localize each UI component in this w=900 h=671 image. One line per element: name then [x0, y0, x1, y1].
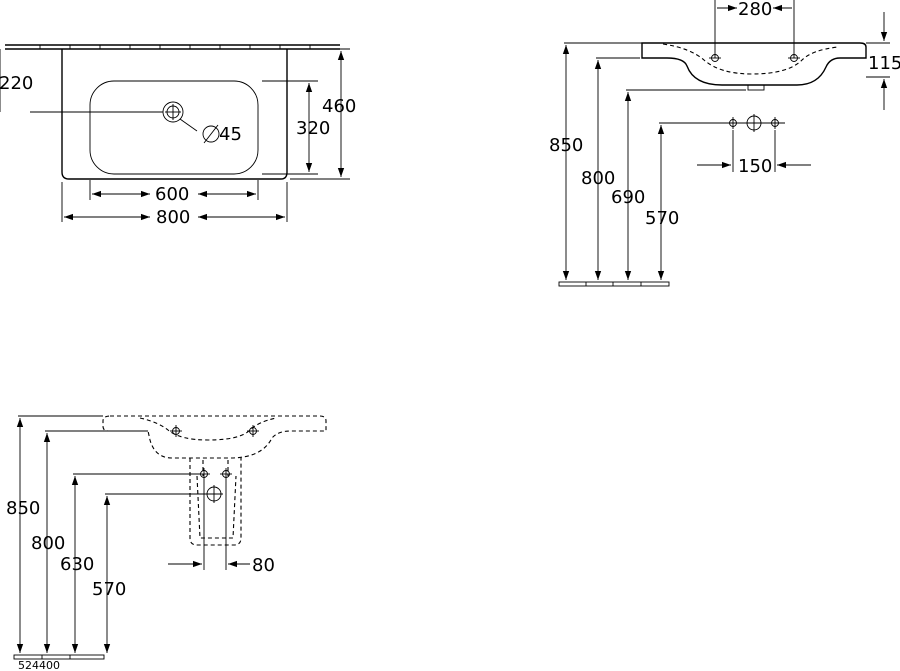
dim-570: 570: [645, 208, 679, 229]
top-view: 220 45 460 320 600 800: [0, 44, 356, 228]
dim-45: 45: [219, 124, 242, 145]
side-view: 280 115 850 800 690 570: [549, 0, 900, 287]
tap-hole-icon: [247, 425, 259, 437]
dim-850-front: 850: [6, 498, 40, 519]
connection-hole-icon: [771, 117, 779, 129]
dim-630: 630: [60, 554, 94, 575]
diameter-icon: [202, 124, 220, 144]
dim-220: 220: [0, 73, 33, 94]
dim-850: 850: [549, 135, 583, 156]
product-code: 524400: [18, 659, 60, 671]
floor-strip: [13, 654, 105, 660]
basin-front: [102, 415, 327, 459]
floor-strip: [558, 281, 670, 287]
bowl-outline: [89, 80, 259, 175]
front-view: 850 800 630 570 80: [6, 415, 327, 660]
dim-460: 460: [322, 96, 356, 117]
dim-800-width: 800: [156, 207, 190, 228]
dim-80: 80: [252, 555, 275, 576]
dim-600: 600: [155, 184, 189, 205]
dim-280: 280: [738, 0, 772, 20]
dim-800-height: 800: [581, 168, 615, 189]
tap-hole-icon: [788, 54, 800, 62]
siphon-cover: [189, 458, 242, 546]
basin-profile: [641, 42, 867, 86]
dim-690: 690: [611, 187, 645, 208]
tap-hole-icon: [170, 425, 182, 437]
basin-outline: [61, 49, 288, 180]
tap-hole-icon: [709, 54, 721, 62]
waste-outlet-icon: [746, 114, 762, 132]
connection-hole-icon: [729, 117, 737, 129]
waste-outlet-icon: [205, 485, 223, 503]
dim-570-front: 570: [92, 579, 126, 600]
dim-150: 150: [738, 156, 772, 177]
dim-115: 115: [868, 53, 900, 74]
dim-800-front: 800: [31, 533, 65, 554]
dim-320: 320: [296, 118, 330, 139]
connection-hole-icon: [220, 468, 232, 480]
